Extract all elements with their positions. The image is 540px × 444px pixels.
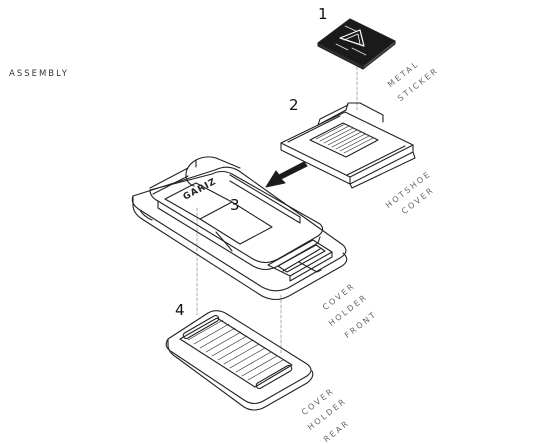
part-number-4: 4 <box>175 301 185 319</box>
alignment-guides <box>196 61 358 356</box>
part-number-1: 1 <box>318 5 328 23</box>
insert-direction-arrow <box>265 161 308 188</box>
part-number-2: 2 <box>289 96 299 114</box>
cover-holder-front-part <box>131 156 348 301</box>
metal-sticker-part <box>317 18 396 70</box>
diagram-title: ASSEMBLY <box>9 69 69 79</box>
hotshoe-cover-part <box>280 102 416 189</box>
cover-holder-rear-part <box>165 310 314 411</box>
part-number-3: 3 <box>230 196 240 214</box>
